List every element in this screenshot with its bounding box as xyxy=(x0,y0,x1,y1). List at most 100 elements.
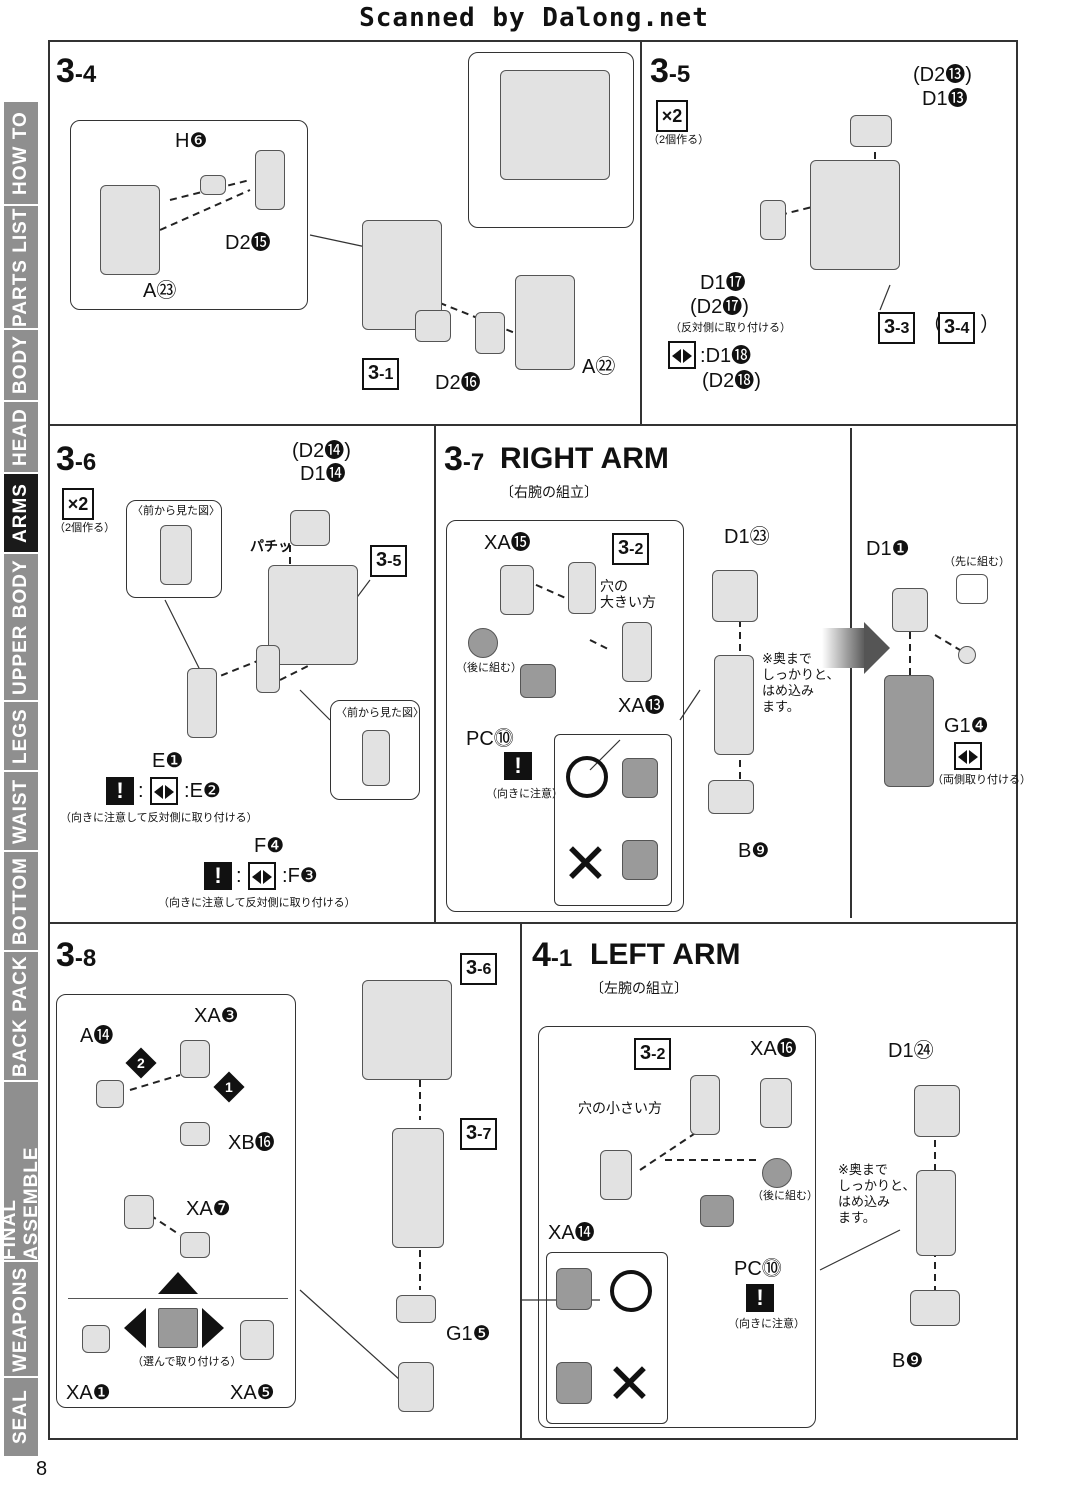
label-xa5: XA❺ xyxy=(230,1382,275,1404)
step-3-7-number: 3-7 xyxy=(444,440,485,478)
label-g1-5: G1❺ xyxy=(446,1323,491,1345)
part-d1-1 xyxy=(892,588,928,632)
part-xa14 xyxy=(600,1150,632,1200)
step-3-8-number: 3-8 xyxy=(56,936,97,974)
ref-3-1: 3-1 xyxy=(362,358,400,390)
page-frame xyxy=(48,40,1018,1440)
scan-watermark: Scanned by Dalong.net xyxy=(359,3,709,33)
part-3-2-joint xyxy=(690,1075,720,1135)
part-xa15 xyxy=(500,565,534,615)
flip-icon xyxy=(668,341,696,369)
label-d1-23: D1㉓ xyxy=(724,526,770,548)
part-g1-5 xyxy=(396,1295,436,1323)
divider xyxy=(640,40,642,424)
assemble-later-icon xyxy=(468,628,498,658)
mind-direction-note: （向きに注意） xyxy=(486,788,563,800)
hole-small-note: 穴の小さい方 xyxy=(578,1100,662,1116)
push-in-note: ※奥まで しっかりと、 はめ込み ます。 xyxy=(762,651,840,714)
make-two-note: （2個作る） xyxy=(648,134,710,146)
part-d2-16 xyxy=(475,312,505,354)
proceed-arrow-icon xyxy=(822,628,866,668)
front-view-label-2: 〈前から見た図〉 xyxy=(336,707,424,719)
part-3-5-assembly xyxy=(268,565,358,665)
part-3-2-joint xyxy=(568,562,596,614)
part-xa16 xyxy=(760,1078,792,1128)
part-hand xyxy=(398,1362,434,1412)
section-title-left-arm: LEFT ARM xyxy=(590,938,741,971)
divider xyxy=(68,1298,288,1299)
ref-3-5: 3-5 xyxy=(370,545,408,577)
part-e1 xyxy=(187,668,217,738)
part-arm-frame xyxy=(714,655,754,755)
paren-open: （ xyxy=(922,314,942,336)
caution-icon: ! xyxy=(746,1284,774,1312)
flip-icon xyxy=(248,862,276,890)
step-3-6-number: 3-6 xyxy=(56,440,97,478)
part-h6 xyxy=(200,175,226,195)
colon: : xyxy=(138,780,144,802)
correct-icon xyxy=(566,756,608,798)
ref-3-3: 3-3 xyxy=(878,312,916,344)
assemble-later-icon xyxy=(762,1158,792,1188)
detail-box xyxy=(56,994,296,1408)
part-xa3 xyxy=(180,1040,210,1078)
note-e: （向きに注意して反対側に取り付ける） xyxy=(60,812,258,824)
correct-icon xyxy=(610,1270,652,1312)
divider xyxy=(48,424,1018,426)
label-d1-24: D1㉔ xyxy=(888,1040,934,1062)
incorrect-icon: ✕ xyxy=(606,1352,653,1415)
label-xa1: XA❶ xyxy=(66,1382,111,1404)
label-b9: B❾ xyxy=(738,840,770,862)
colon: : xyxy=(236,865,242,887)
section-subtitle: 〔右腕の組立〕 xyxy=(500,484,598,500)
divider xyxy=(520,922,522,1440)
incorrect-icon: ✕ xyxy=(562,832,609,895)
part-pc-incorrect xyxy=(622,840,658,880)
front-view-box-2 xyxy=(330,700,420,800)
part-pc-correct xyxy=(556,1268,592,1310)
part-d2-15 xyxy=(255,150,285,210)
ref-3-7: 3-7 xyxy=(460,1118,498,1150)
both-sides-note: （両側取り付ける） xyxy=(932,774,1031,786)
label-d1-1: D1❶ xyxy=(866,538,910,560)
part-arm-assembly xyxy=(810,160,900,270)
label-d2-15: D2⓯ xyxy=(225,232,271,254)
part-arm-frame xyxy=(916,1170,956,1256)
section-title-right-arm: RIGHT ARM xyxy=(500,442,669,475)
up-arrow-icon xyxy=(158,1272,198,1294)
page-number: 8 xyxy=(36,1458,48,1480)
label-b9: B❾ xyxy=(892,1350,924,1372)
label-xa7: XA❼ xyxy=(186,1198,231,1220)
label-d1-13: D1⓭ xyxy=(922,88,968,110)
label-d2-18: (D2⓲) xyxy=(702,370,761,392)
label-a22: A㉒ xyxy=(582,356,616,378)
label-xa16: XA⓰ xyxy=(750,1038,797,1060)
label-d1-18: :D1⓲ xyxy=(700,345,752,367)
label-h6: H❻ xyxy=(175,130,208,152)
part-a22 xyxy=(515,275,575,370)
label-d1-14: D1⓮ xyxy=(300,463,346,485)
part-xa1 xyxy=(82,1325,110,1353)
note-opposite: （反対側に取り付ける） xyxy=(670,322,791,334)
step-3-5-number: 3-5 xyxy=(650,52,691,90)
part-xa5 xyxy=(240,1320,274,1360)
divider xyxy=(850,428,852,918)
front-view-box xyxy=(126,500,222,598)
part-g1-4-assembly xyxy=(884,675,934,787)
label-xb16: XB⓰ xyxy=(228,1132,275,1154)
divider xyxy=(48,922,1018,924)
ref-3-2: 3-2 xyxy=(634,1038,672,1070)
flip-icon xyxy=(954,742,982,770)
label-d1-17: D1⓱ xyxy=(700,272,746,294)
label-xa13: XA⓭ xyxy=(618,695,665,717)
right-arrow-icon xyxy=(202,1308,224,1348)
detail-box xyxy=(70,120,308,310)
label-a14: A⓮ xyxy=(80,1025,114,1047)
detail-box xyxy=(446,520,684,912)
label-f3: :F❸ xyxy=(282,865,318,887)
part-3-1-joint xyxy=(415,310,451,342)
mind-direction-note: （向きに注意） xyxy=(728,1318,805,1330)
part-3-7-assembly xyxy=(392,1128,444,1248)
front-view-label: 〈前から見た図〉 xyxy=(132,505,220,517)
assemble-first-icon xyxy=(956,574,988,604)
